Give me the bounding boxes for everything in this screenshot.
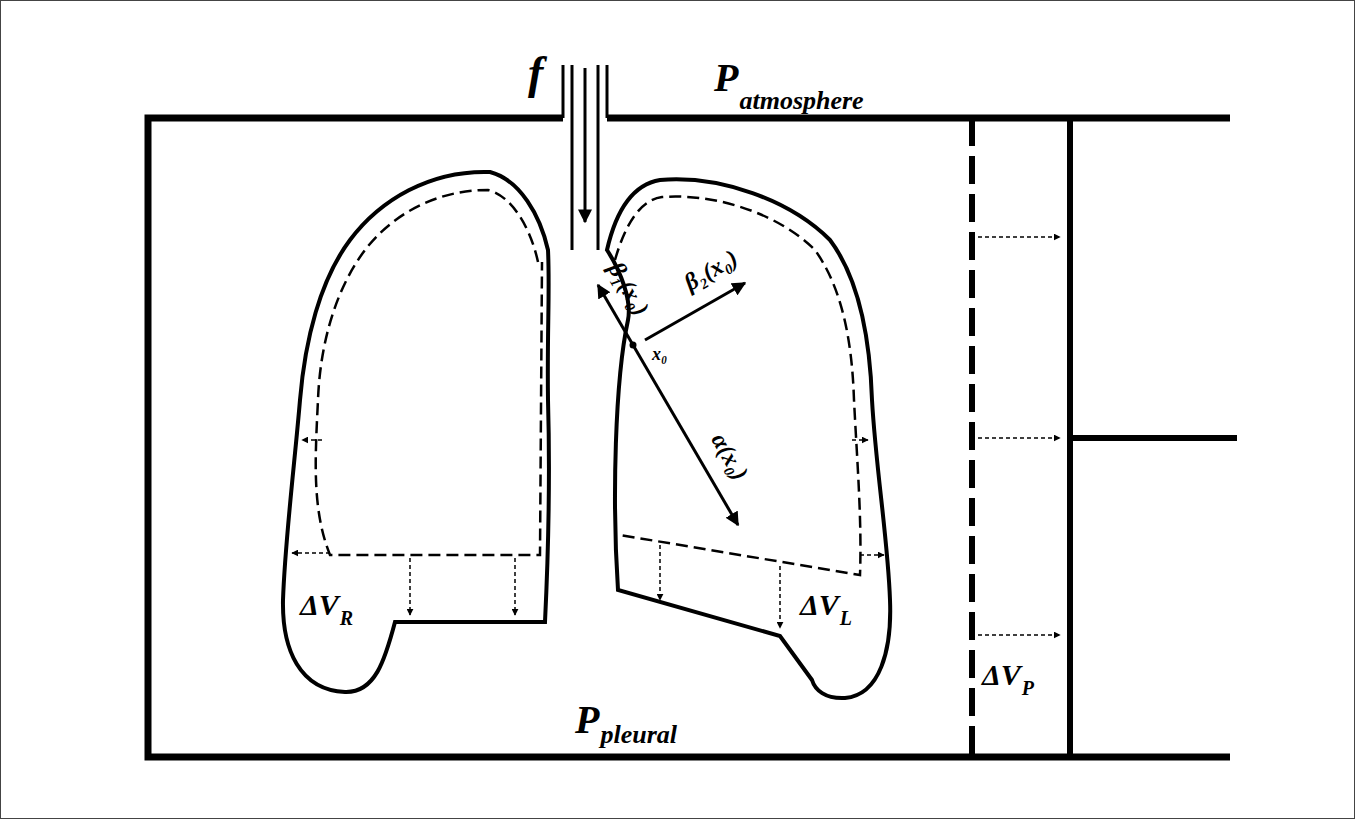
subscript: R	[340, 608, 353, 628]
right-lung-previous	[316, 190, 542, 555]
lungs	[283, 172, 890, 698]
point-x0	[630, 342, 637, 349]
volume-symbol: ΔV	[982, 660, 1021, 690]
volume-symbol: ΔV	[300, 590, 339, 620]
left-lung-outline	[607, 179, 890, 698]
chamber-wall	[148, 118, 1230, 757]
drawing-stroke	[292, 552, 330, 554]
direction-vectors	[598, 283, 745, 525]
drawing-stroke	[597, 65, 600, 250]
flow-arrow	[584, 68, 587, 222]
vector-label: α(x₀)	[707, 429, 753, 484]
piston-previous	[969, 118, 975, 757]
drawing-stroke	[571, 65, 574, 250]
drawing-stroke	[562, 65, 565, 118]
subscript: L	[840, 608, 852, 628]
subscript: atmosphere	[739, 88, 863, 114]
pressure-symbol: P	[575, 700, 599, 740]
volume-symbol: ΔV	[800, 590, 839, 620]
piston-arrows	[978, 237, 1060, 635]
subscript: P	[1022, 678, 1034, 698]
subscript: pleural	[600, 722, 677, 748]
drawing-stroke	[409, 558, 411, 615]
drawing-stroke	[978, 634, 1060, 636]
drawing-stroke	[978, 437, 1060, 439]
trachea	[563, 65, 607, 250]
drawing-stroke	[860, 554, 884, 556]
drawing-stroke	[659, 545, 661, 600]
displacement-arrows	[292, 440, 884, 628]
piston-rod	[1070, 435, 1237, 441]
pressure-symbol: P	[714, 58, 738, 98]
left-lung-previous	[615, 197, 860, 575]
right-lung-outline	[283, 172, 549, 692]
drawing-stroke	[978, 236, 1060, 238]
drawing-stroke	[779, 566, 781, 628]
drawing-stroke	[606, 65, 609, 118]
point-label: x₀	[652, 345, 667, 363]
drawing-stroke	[852, 439, 868, 441]
vector-label: β₂(x₀)	[680, 245, 741, 294]
drawing-stroke	[302, 439, 322, 441]
flow-symbol: f	[528, 50, 543, 96]
drawing-stroke	[514, 558, 516, 615]
